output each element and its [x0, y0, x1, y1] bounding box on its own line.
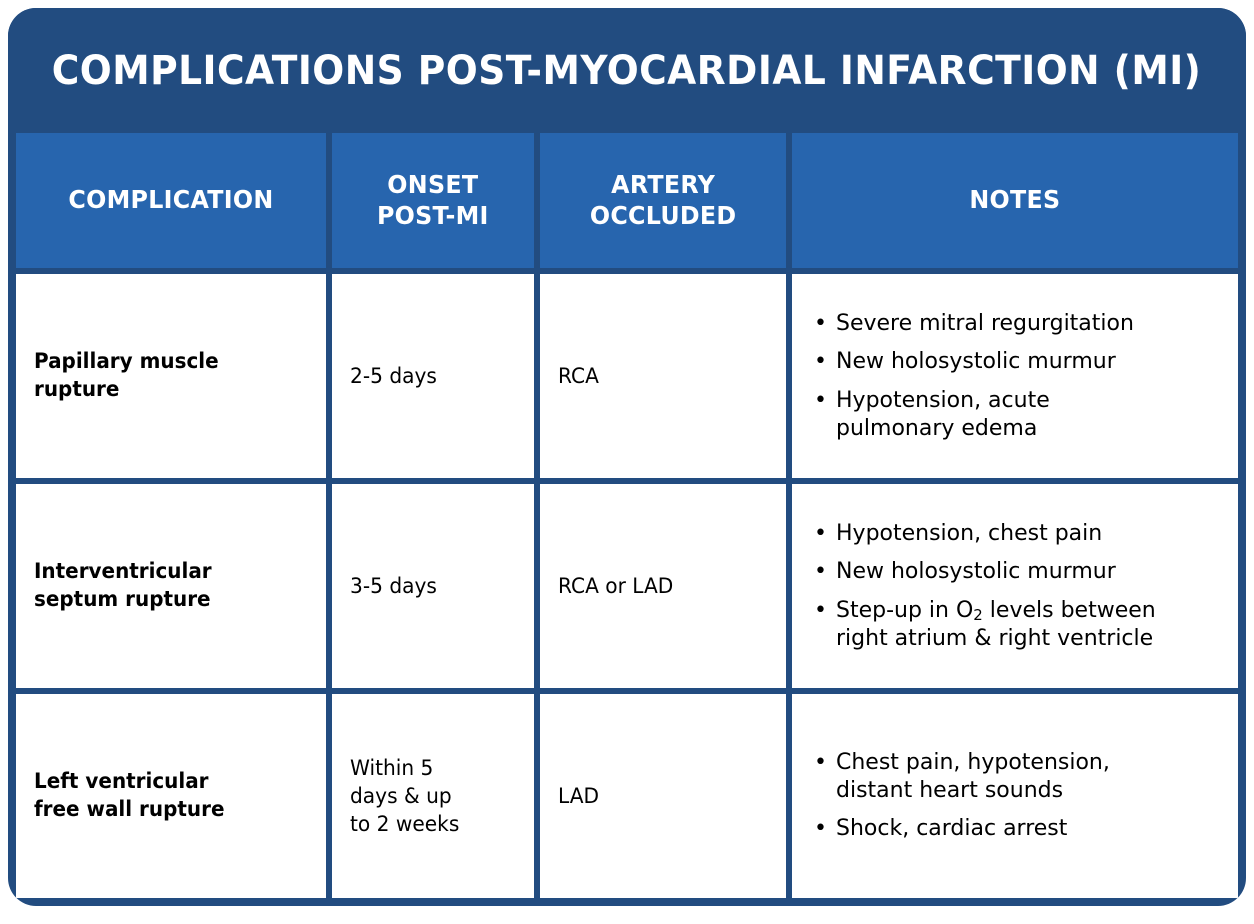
table-card: COMPLICATIONS POST-MYOCARDIAL INFARCTION… [8, 8, 1246, 906]
cell-onset: 3-5 days [332, 484, 534, 688]
complications-table: COMPLICATION ONSET POST-MI ARTERY OCCLUD… [16, 133, 1238, 898]
note-text: Hypotension, chest pain [836, 520, 1103, 546]
note-text: Chest pain, hypotension, distant heart s… [836, 749, 1110, 803]
note-item: • Hypotension, acute pulmonary edema [810, 387, 1220, 442]
note-text: New holosystolic murmur [836, 349, 1116, 375]
cell-notes: • Hypotension, chest pain • New holosystoli… [792, 484, 1238, 688]
complication-name: Papillary muscle rupture [34, 349, 219, 401]
cell-complication: Papillary muscle rupture [16, 274, 326, 478]
notes-list: • Chest pain, hypotension, distant heart … [810, 749, 1220, 843]
note-item: • New holosystolic murmur [810, 558, 1220, 586]
note-item: • Shock, cardiac arrest [810, 815, 1220, 843]
note-item: • Chest pain, hypotension, distant heart … [810, 749, 1220, 804]
page-title: COMPLICATIONS POST-MYOCARDIAL INFARCTION… [52, 47, 1202, 94]
cell-notes: • Severe mitral regurgitation • New holosys… [792, 274, 1238, 478]
cell-onset: Within 5 days & up to 2 weeks [332, 694, 534, 898]
onset-value: Within 5 days & up to 2 weeks [350, 755, 460, 837]
artery-value: RCA or LAD [558, 573, 674, 598]
cell-artery: RCA or LAD [540, 484, 786, 688]
column-header-label: NOTES [969, 185, 1061, 215]
note-text: Shock, cardiac arrest [836, 816, 1068, 842]
cell-onset: 2-5 days [332, 274, 534, 478]
notes-list: • Severe mitral regurgitation • New holosys… [810, 310, 1220, 443]
column-header-complication: COMPLICATION [16, 133, 326, 268]
column-header-label: ONSET POST-MI [377, 170, 489, 230]
cell-complication: Interventricular septum rupture [16, 484, 326, 688]
bullet-icon: • [814, 520, 827, 546]
onset-value: 3-5 days [350, 573, 437, 598]
bullet-icon: • [814, 559, 827, 585]
onset-value: 2-5 days [350, 363, 437, 388]
notes-list: • Hypotension, chest pain • New holosystoli… [810, 520, 1220, 653]
artery-value: RCA [558, 363, 599, 388]
note-item: • Step-up in O2 levels between right atri… [810, 597, 1220, 652]
column-header-notes: NOTES [792, 133, 1238, 268]
table-header-row: COMPLICATION ONSET POST-MI ARTERY OCCLUD… [16, 133, 1238, 274]
column-header-artery: ARTERY OCCLUDED [540, 133, 786, 268]
note-text: Severe mitral regurgitation [836, 310, 1134, 336]
table-row: Interventricular septum rupture 3-5 days… [16, 484, 1238, 694]
complication-name: Left ventricular free wall rupture [34, 769, 225, 821]
cell-artery: LAD [540, 694, 786, 898]
table-row: Papillary muscle rupture 2-5 days RCA • S… [16, 274, 1238, 484]
note-item: • Severe mitral regurgitation [810, 310, 1220, 338]
bullet-icon: • [814, 388, 827, 413]
table-row: Left ventricular free wall rupture Withi… [16, 694, 1238, 898]
note-text: Hypotension, acute pulmonary edema [836, 388, 1050, 441]
note-text: New holosystolic murmur [836, 559, 1116, 585]
note-item: • New holosystolic murmur [810, 348, 1220, 376]
cell-artery: RCA [540, 274, 786, 478]
bullet-icon: • [814, 749, 827, 775]
bullet-icon: • [814, 816, 827, 842]
column-header-onset: ONSET POST-MI [332, 133, 534, 268]
bullet-icon: • [814, 310, 827, 336]
note-item: • Hypotension, chest pain [810, 520, 1220, 548]
bullet-icon: • [814, 598, 827, 623]
note-text: Step-up in O2 levels between right atriu… [836, 598, 1156, 651]
cell-complication: Left ventricular free wall rupture [16, 694, 326, 898]
complication-name: Interventricular septum rupture [34, 559, 212, 611]
artery-value: LAD [558, 783, 600, 808]
bullet-icon: • [814, 349, 827, 375]
column-header-label: ARTERY OCCLUDED [589, 170, 737, 230]
cell-notes: • Chest pain, hypotension, distant heart … [792, 694, 1238, 898]
title-bar: COMPLICATIONS POST-MYOCARDIAL INFARCTION… [8, 8, 1246, 133]
column-header-label: COMPLICATION [68, 185, 274, 215]
